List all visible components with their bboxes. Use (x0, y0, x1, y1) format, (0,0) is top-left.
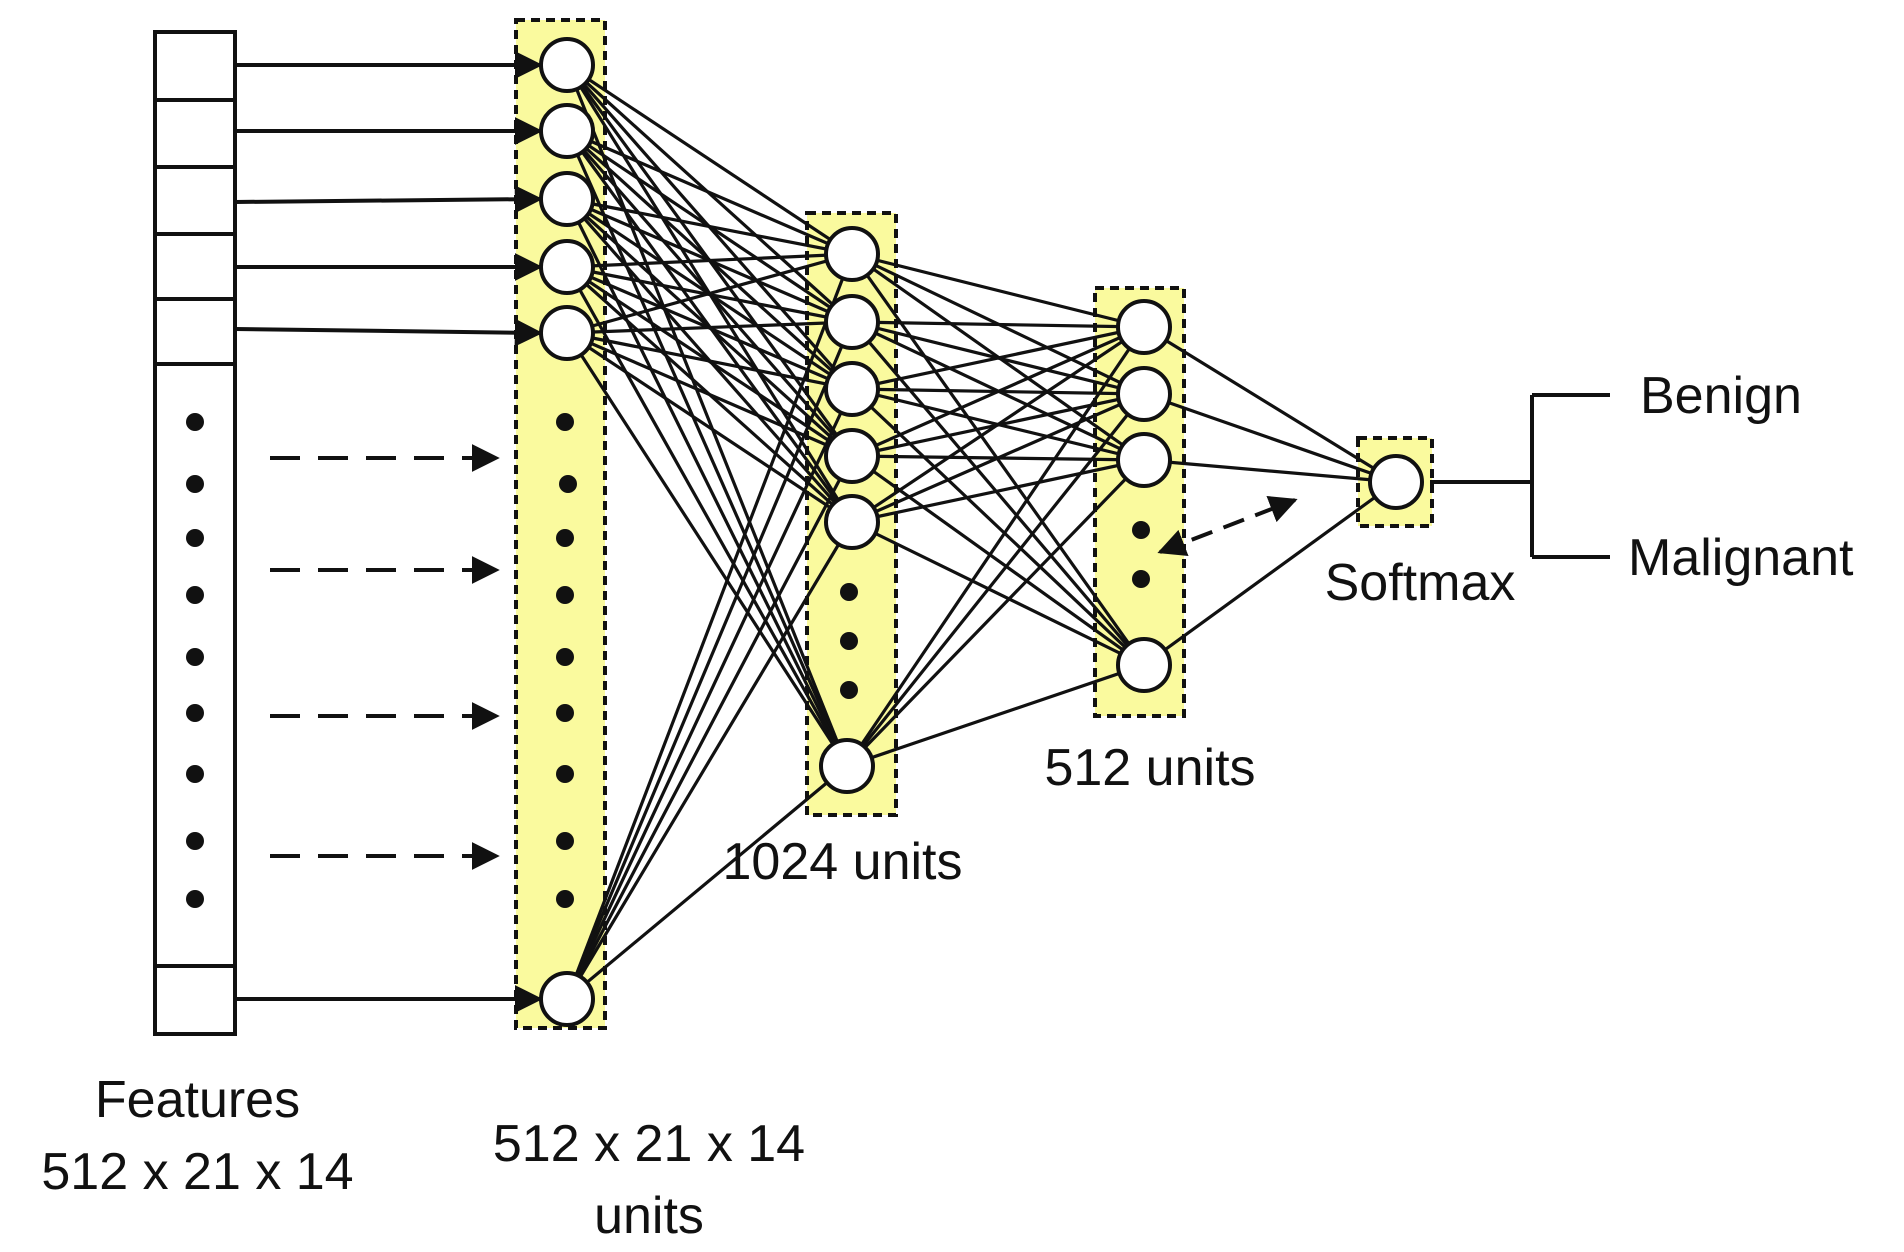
softmax-label: Softmax (1324, 554, 1516, 612)
layer2-node (819, 738, 875, 794)
layer2-node (824, 494, 880, 550)
layer3-node (1116, 366, 1172, 422)
dashed-input-arrows (270, 444, 500, 870)
layer1-node (539, 305, 595, 361)
features-size-label: 512 x 21 x 14 (41, 1143, 354, 1201)
layer2-node (824, 294, 880, 350)
neuron-nodes (539, 37, 1424, 1027)
layer1-size-label: 512 x 21 x 14 (492, 1115, 806, 1173)
layer3-node (1116, 637, 1172, 693)
softmax-node (1368, 454, 1424, 510)
layer1-units-label: units (594, 1187, 704, 1245)
layer-ellipsis-dots (556, 413, 1150, 908)
layer2-units-label: 1024 units (722, 833, 963, 891)
layer3-node (1116, 299, 1172, 355)
layer1-node (539, 239, 595, 295)
layer3-node (1116, 432, 1172, 488)
layer1-box (514, 18, 607, 1030)
layer2-node (824, 428, 880, 484)
layer2-node (824, 361, 880, 417)
layer1-node (539, 971, 595, 1027)
features-label: Features (94, 1071, 301, 1129)
input-arrows (234, 51, 543, 1013)
output-label-malignant: Malignant (1628, 529, 1854, 587)
connection-lines (565, 63, 1397, 1001)
layer3-units-label: 512 units (1044, 739, 1256, 797)
output-label-benign: Benign (1640, 367, 1802, 425)
feature-vector-ellipsis (186, 413, 204, 908)
dashed-double-arrow (1157, 495, 1298, 557)
layer1-node (539, 171, 595, 227)
layer2-node (824, 226, 880, 282)
layer1-node (539, 37, 595, 93)
output-bracket (1430, 393, 1610, 559)
layer1-node (539, 103, 595, 159)
